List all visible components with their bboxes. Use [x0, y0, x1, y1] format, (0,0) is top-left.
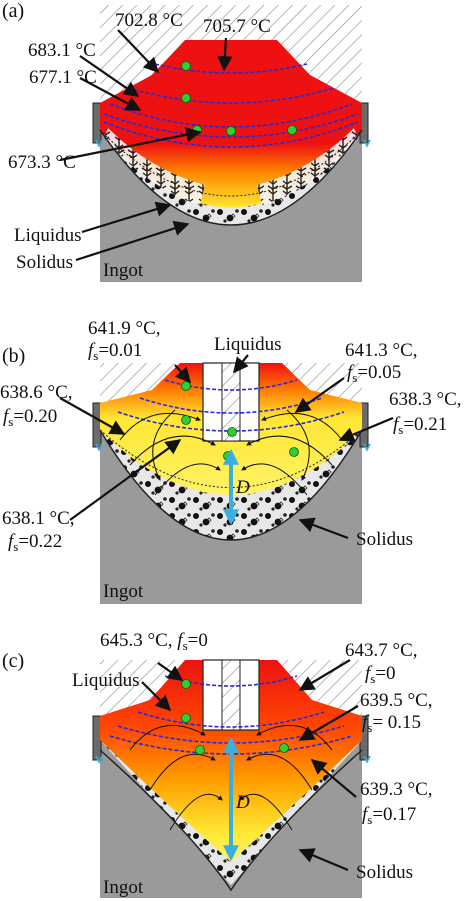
temp-label-641-9: 641.9 °C, — [88, 318, 161, 339]
rotor-core — [221, 362, 241, 442]
ingot-label: Ingot — [103, 581, 144, 602]
temp-label-673: 673.3 °C — [8, 152, 76, 173]
leader-lines — [59, 354, 394, 540]
liquidus-label: Liquidus — [14, 225, 82, 246]
temp-label-641-3: 641.3 °C, — [345, 340, 418, 361]
temp-label-705: 705.7 °C — [203, 16, 271, 37]
temp-label-677: 677.1 °C — [29, 67, 97, 88]
ingot-label: Ingot — [103, 877, 144, 898]
leader-lines — [141, 659, 359, 872]
liquidus-boundary — [99, 429, 363, 488]
solidus-label: Solidus — [356, 529, 413, 550]
flow-streamlines — [119, 409, 343, 496]
panel-b: D (b) 641.9 °C, fs=0.01 641.3 °C, fs=0.0… — [0, 318, 462, 604]
temp-label-683: 683.1 °C — [28, 40, 96, 61]
flow-marks — [95, 755, 371, 764]
fs-label-639-3: fs=0.17 — [362, 804, 416, 827]
fs-label-641-3: fs=0.05 — [347, 362, 401, 385]
solidus-label: Solidus — [16, 252, 73, 273]
solidus-boundary — [99, 429, 363, 541]
panel-a: (a) 702.8 °C 705.7 °C 683.1 °C 677.1 °C … — [2, 0, 371, 282]
temp-label-639-5: 639.5 °C, — [360, 690, 433, 711]
liquidus-label: Liquidus — [72, 670, 140, 691]
fs-label-638-3: fs=0.21 — [393, 414, 447, 437]
panel-label: (b) — [2, 345, 25, 367]
panel-label: (c) — [2, 650, 24, 672]
leader-lines — [59, 29, 233, 262]
temp-label-702: 702.8 °C — [115, 10, 183, 31]
fs-label-638-1: fs=0.22 — [8, 531, 62, 554]
fs-label-639-5: fs= 0.15 — [362, 712, 421, 735]
panel-label: (a) — [2, 0, 24, 22]
temp-label-638-1: 638.1 °C, — [2, 508, 75, 529]
probe-points — [181, 679, 289, 755]
solidus-label: Solidus — [356, 862, 413, 883]
ingot-label: Ingot — [103, 260, 144, 281]
temp-label-645-3: 645.3 °C, fs=0 — [100, 630, 208, 653]
liquidus-label: Liquidus — [214, 334, 282, 355]
fs-label-643-7: fs=0 — [365, 663, 396, 686]
flow-marks — [95, 443, 371, 452]
temp-label-638-3: 638.3 °C, — [389, 389, 462, 410]
temp-label-638-6: 638.6 °C, — [0, 382, 73, 403]
rotor-core — [221, 659, 241, 731]
mold-wall-left — [92, 102, 102, 144]
flow-marks — [95, 139, 371, 148]
liquidus-boundary — [99, 129, 363, 197]
flow-distance-label: D — [235, 477, 250, 498]
melt-pool — [100, 40, 362, 208]
solidus-boundary — [99, 129, 363, 226]
mold-wall-left — [92, 715, 102, 761]
flow-distance-label: D — [235, 792, 250, 813]
panel-c: D (c) 645.3 °C, fs=0 643.7 °C, fs=0 639.… — [2, 630, 433, 898]
fs-label-641-9: fs=0.01 — [88, 340, 142, 363]
mold-wall-left — [92, 402, 102, 448]
dendrite-band-right — [257, 128, 358, 205]
temp-label-639-3: 639.3 °C, — [360, 779, 433, 800]
temp-label-643-7: 643.7 °C, — [345, 640, 418, 661]
flow-streamlines — [129, 724, 333, 831]
solidus-boundary — [99, 749, 363, 892]
fs-label-638-6: fs=0.20 — [3, 406, 57, 429]
